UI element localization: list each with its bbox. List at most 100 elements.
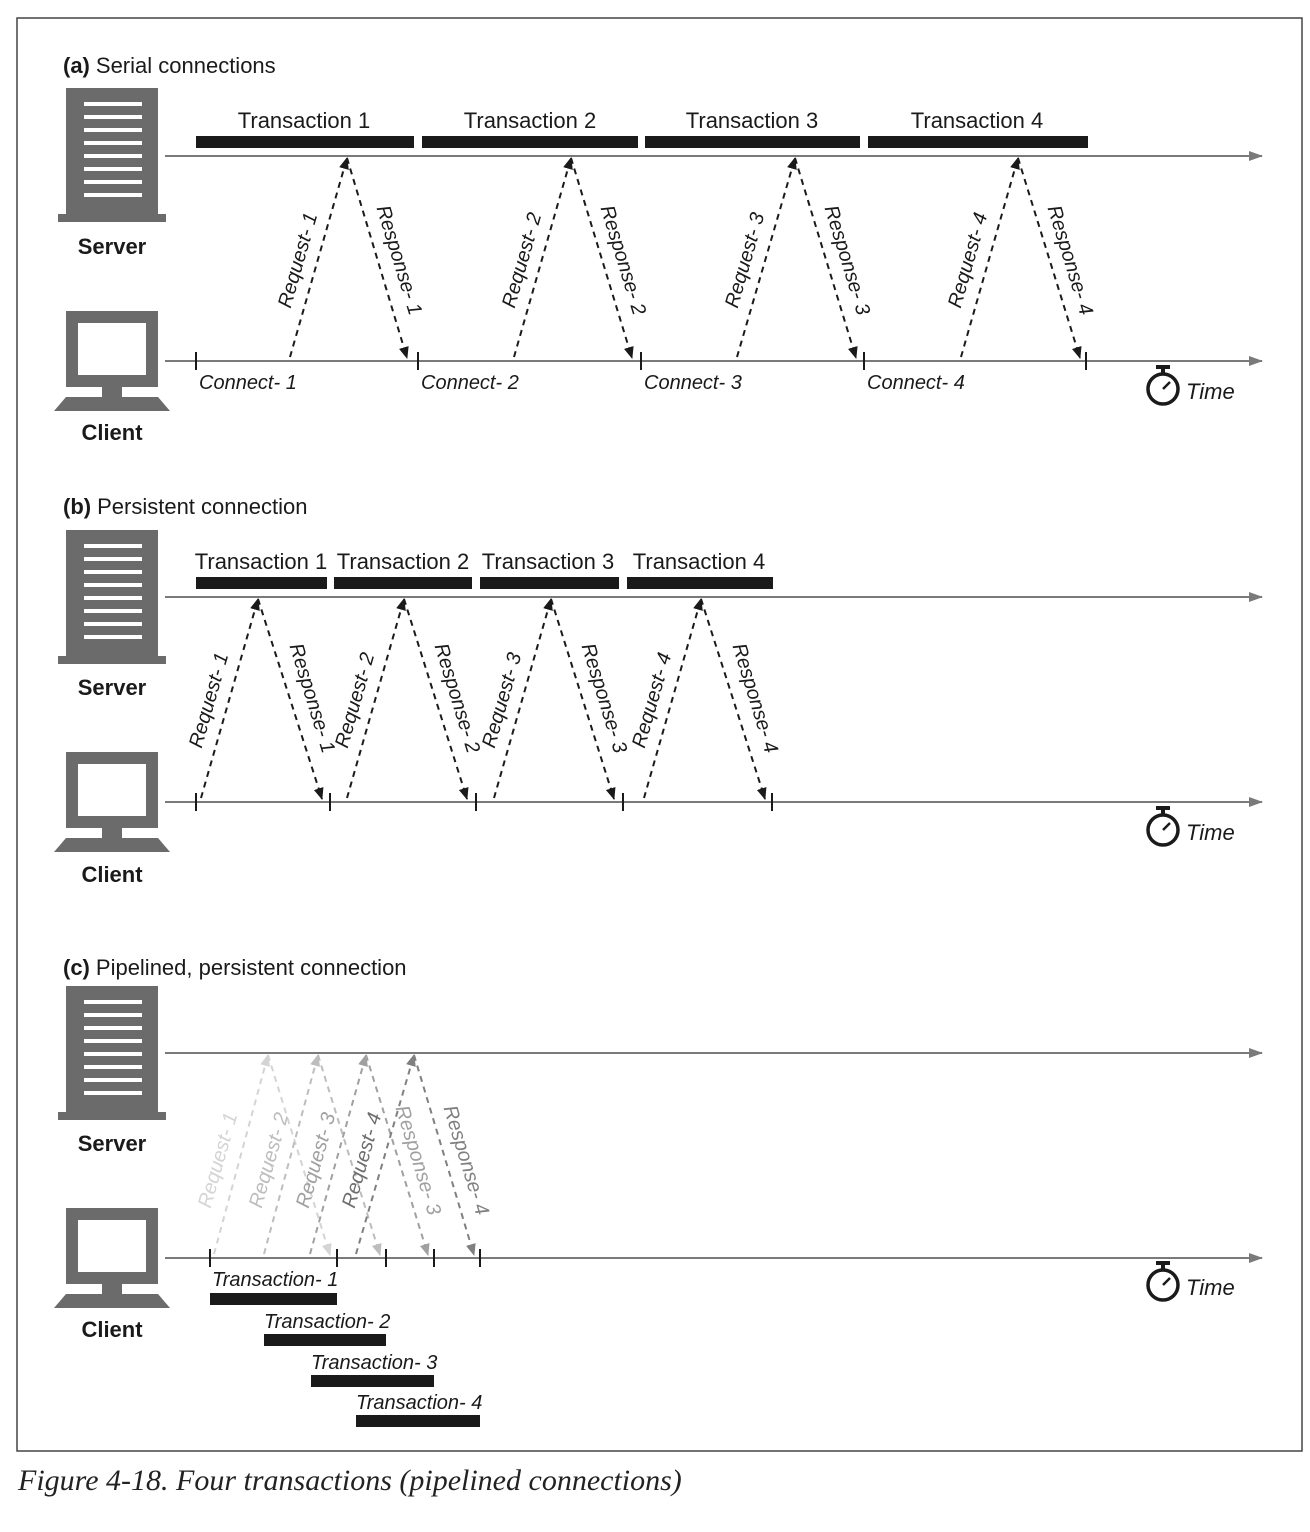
server-icon xyxy=(58,530,166,664)
section-c-letter: (c) xyxy=(63,955,90,980)
request-label: Request- 3 xyxy=(478,650,526,750)
response-label: Response- 1 xyxy=(285,641,339,756)
response-arrow xyxy=(267,1054,332,1256)
transaction-bar xyxy=(868,136,1088,148)
section-c-title: (c)Pipelined, persistent connection xyxy=(63,955,407,980)
transaction-label: Transaction 3 xyxy=(482,549,614,574)
transaction-2: Transaction 2 Request- 2 Response- 2 xyxy=(329,549,484,811)
stopwatch-icon xyxy=(1146,804,1180,847)
response-label: Response- 2 xyxy=(596,203,650,318)
client-icon xyxy=(54,752,170,852)
transaction-bar xyxy=(480,577,619,589)
transaction-label: Transaction- 3 xyxy=(311,1352,437,1374)
response-arrow xyxy=(550,598,616,800)
request-arrow xyxy=(213,1054,270,1255)
response-arrow xyxy=(346,157,409,359)
transaction-label: Transaction- 4 xyxy=(356,1392,482,1414)
transaction-label: Transaction 4 xyxy=(911,108,1043,133)
response-arrow xyxy=(257,598,324,800)
response-label: Response- 2 xyxy=(430,641,484,756)
request-label: Request- 2 xyxy=(245,1110,293,1210)
request-label: Request- 1 xyxy=(274,210,322,310)
pipelined-transaction-1: Transaction- 1 xyxy=(210,1269,338,1305)
section-c-title-text: Pipelined, persistent connection xyxy=(96,955,407,980)
server-label: Server xyxy=(78,675,147,700)
transaction-label: Transaction 1 xyxy=(238,108,370,133)
response-arrow xyxy=(570,157,634,359)
section-b-title-text: Persistent connection xyxy=(97,494,307,519)
section-a: (a)Serial connections Server Client Tran… xyxy=(54,53,1263,445)
stopwatch-icon xyxy=(1146,1259,1180,1302)
transaction-label: Transaction- 1 xyxy=(212,1269,338,1291)
server-icon xyxy=(58,986,166,1120)
connect-label: Connect- 2 xyxy=(421,372,519,394)
request-label: Request- 2 xyxy=(498,210,546,310)
request-label: Request- 4 xyxy=(628,650,676,750)
client-icon xyxy=(54,1208,170,1308)
response-label: Response- 3 xyxy=(820,203,874,318)
figure-caption: Figure 4-18. Four transactions (pipeline… xyxy=(18,1464,682,1497)
pipelined-transaction-4: Transaction- 4 xyxy=(356,1392,482,1427)
transaction-bar xyxy=(196,577,327,589)
request-arrow xyxy=(200,598,260,799)
response-arrow xyxy=(365,1054,430,1256)
request-label: Request- 1 xyxy=(185,650,233,750)
transaction-bar xyxy=(311,1375,434,1387)
transaction-bar xyxy=(422,136,638,148)
section-c: (c)Pipelined, persistent connection Serv… xyxy=(54,955,1263,1427)
figure-frame xyxy=(16,17,1303,1452)
request-label: Request- 2 xyxy=(331,650,379,750)
client-label: Client xyxy=(81,420,143,445)
response-arrow xyxy=(1017,157,1082,359)
request-arrow xyxy=(309,1054,368,1255)
request-arrow xyxy=(289,157,349,358)
transaction-label: Transaction 1 xyxy=(195,549,327,574)
response-label: Response- 1 xyxy=(372,203,426,318)
time-label: Time xyxy=(1186,379,1235,404)
transaction-bar xyxy=(334,577,472,589)
response-label: Response- 4 xyxy=(439,1103,493,1218)
connect-label: Connect- 3 xyxy=(644,372,742,394)
transaction-label: Transaction 2 xyxy=(337,549,469,574)
request-arrow xyxy=(355,1054,416,1255)
section-b-title: (b)Persistent connection xyxy=(63,494,307,519)
section-b-letter: (b) xyxy=(63,494,91,519)
client-label: Client xyxy=(81,1317,143,1342)
transaction-1: Transaction 1 Request- 1 Response- 1 xyxy=(185,549,339,811)
transaction-3: Transaction 3 Connect- 3 Request- 3 Resp… xyxy=(640,108,874,394)
transaction-bar xyxy=(196,136,414,148)
request-arrow xyxy=(513,157,573,358)
request-arrow xyxy=(960,157,1020,358)
request-arrow xyxy=(263,1054,320,1255)
server-label: Server xyxy=(78,1131,147,1156)
response-arrow xyxy=(403,598,469,800)
transaction-bar xyxy=(627,577,773,589)
stopwatch-icon xyxy=(1146,363,1180,406)
transaction-3: Transaction 3 Request- 3 Response- 3 xyxy=(475,549,631,811)
transaction-bar xyxy=(645,136,860,148)
request-arrow xyxy=(643,598,703,799)
pipelined-transaction-2: Transaction- 2 xyxy=(264,1311,390,1346)
request-label: Request- 3 xyxy=(721,210,769,310)
response-arrow xyxy=(700,598,767,800)
transaction-1: Transaction 1 Connect- 1 Request- 1 Resp… xyxy=(195,108,426,394)
connect-label: Connect- 1 xyxy=(199,372,297,394)
request-label: Request- 1 xyxy=(194,1110,242,1210)
section-a-letter: (a) xyxy=(63,53,90,78)
response-label: Response- 3 xyxy=(577,641,631,756)
request-label: Request- 4 xyxy=(944,210,992,310)
section-a-title: (a)Serial connections xyxy=(63,53,276,78)
pipelined-transaction-3: Transaction- 3 xyxy=(311,1352,437,1387)
transaction-label: Transaction 2 xyxy=(464,108,596,133)
transaction-4: Transaction 4 Request- 4 Response- 4 xyxy=(622,549,782,811)
server-icon xyxy=(58,88,166,222)
transaction-label: Transaction 4 xyxy=(633,549,765,574)
request-arrow xyxy=(346,598,406,799)
request-arrow xyxy=(736,157,797,358)
transaction-label: Transaction- 2 xyxy=(264,1311,390,1333)
transaction-bar xyxy=(356,1415,480,1427)
response-label: Response- 4 xyxy=(728,641,782,756)
transaction-4: Transaction 4 Connect- 4 Request- 4 Resp… xyxy=(863,108,1097,394)
transaction-2: Transaction 2 Connect- 2 Request- 2 Resp… xyxy=(417,108,650,394)
